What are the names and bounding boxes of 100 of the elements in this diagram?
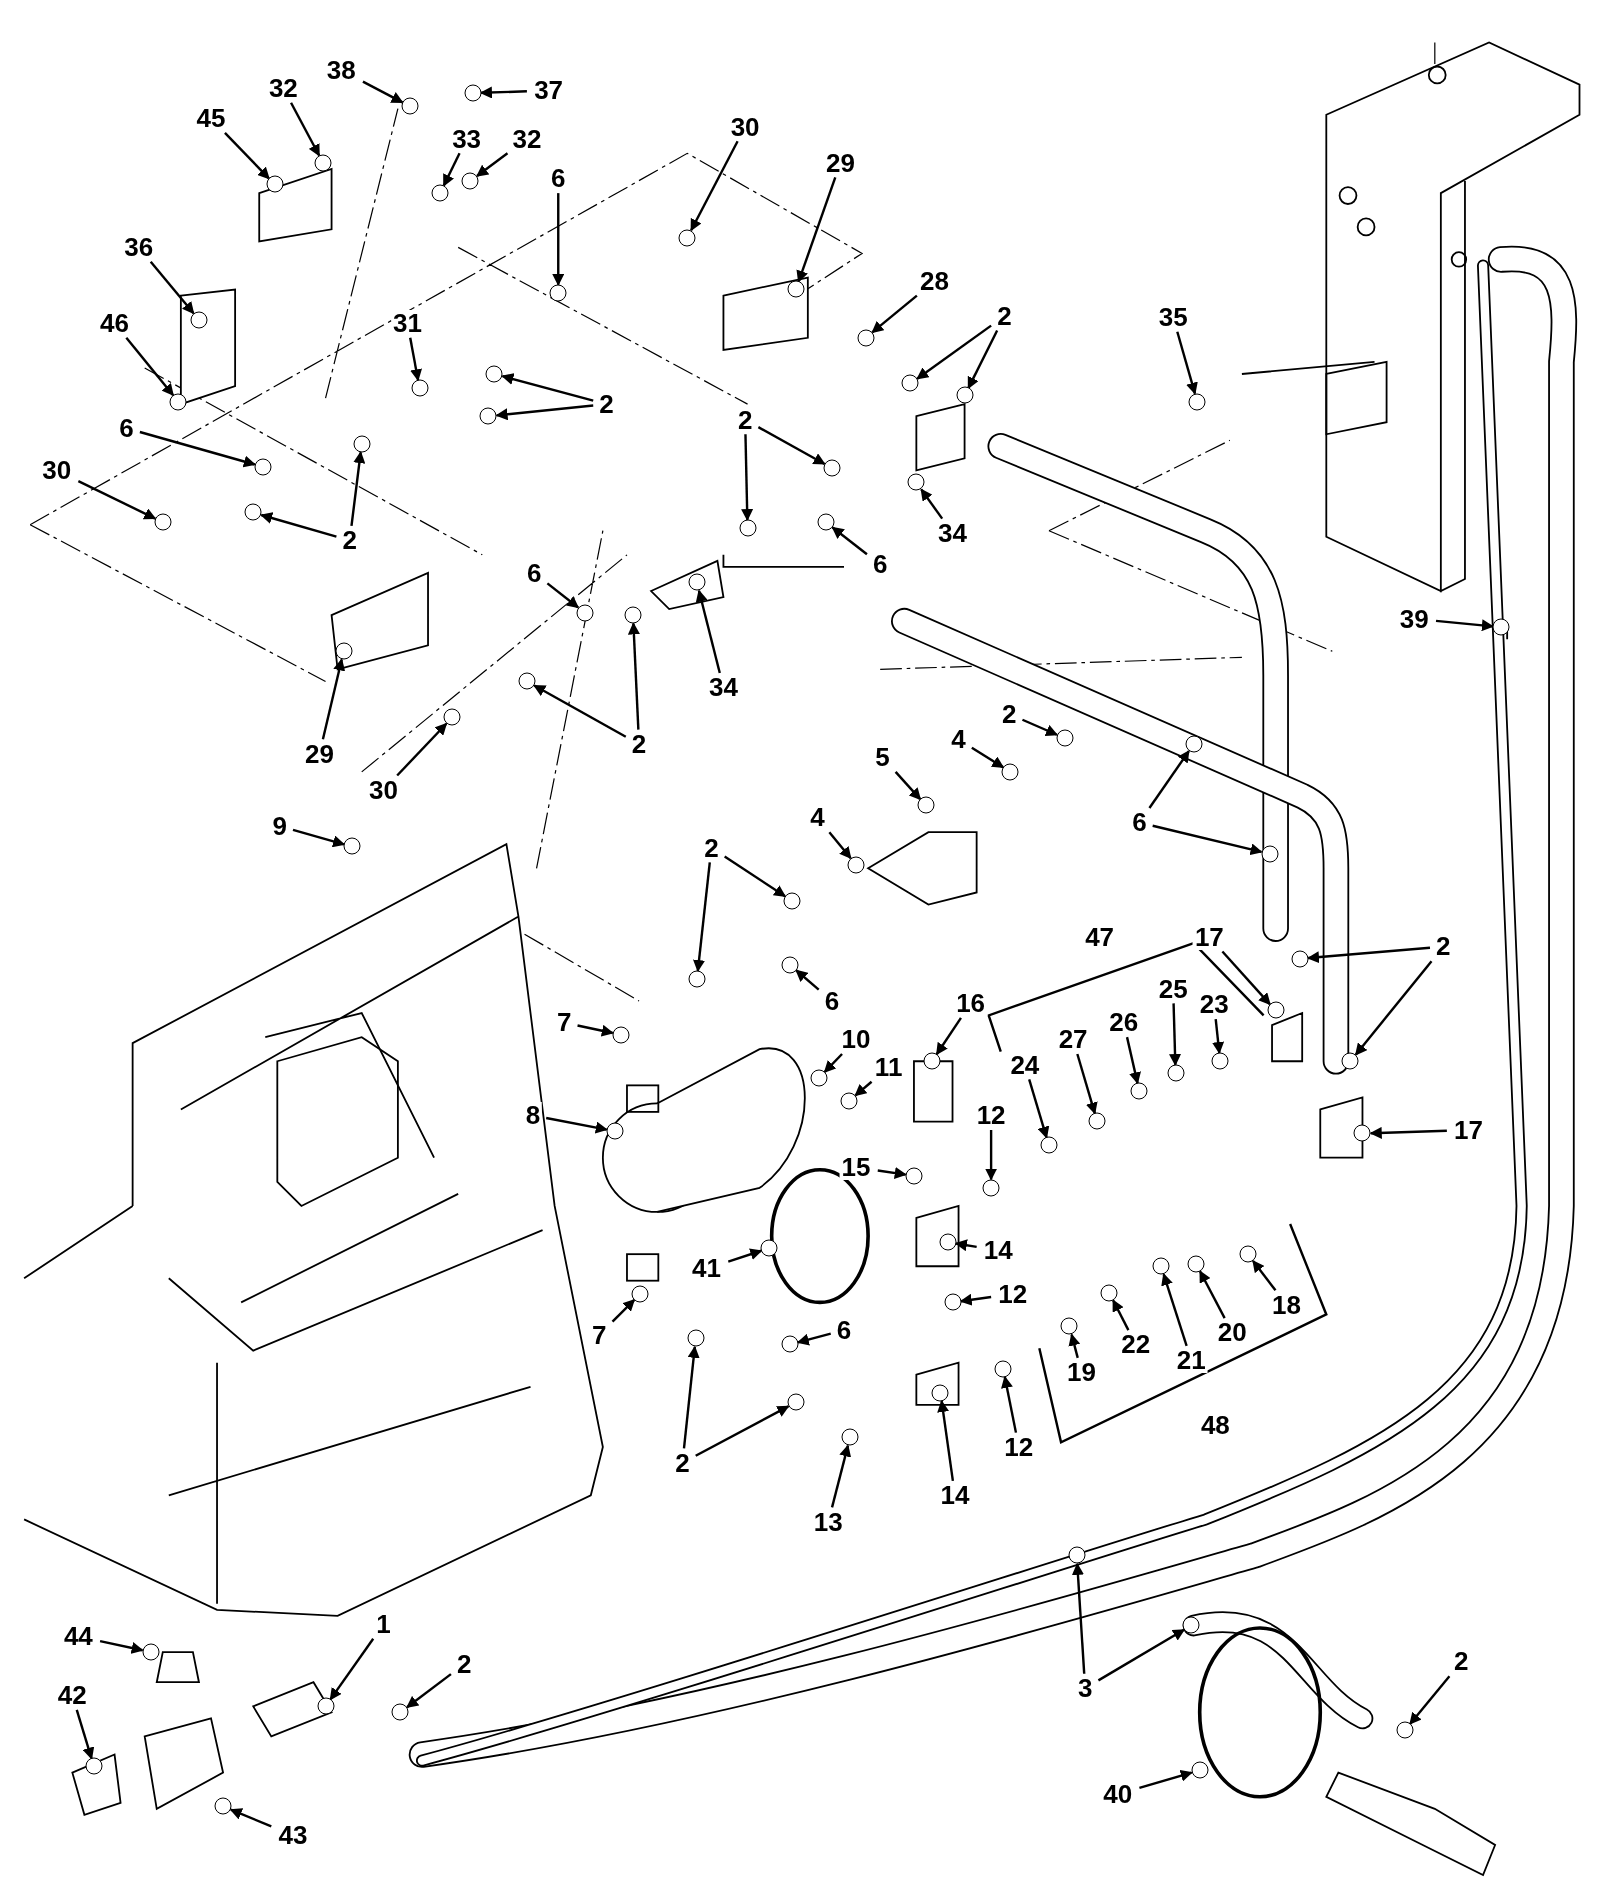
callout-number: 15 bbox=[841, 1154, 871, 1181]
part-symbol bbox=[343, 837, 361, 855]
callout-number: 6 bbox=[119, 415, 134, 442]
leader-line bbox=[724, 855, 787, 898]
leader-line bbox=[546, 582, 580, 609]
leader-line bbox=[611, 1299, 636, 1323]
callout-number: 2 bbox=[1436, 933, 1451, 960]
part-symbol bbox=[612, 1026, 630, 1043]
leader-line bbox=[1001, 1375, 1018, 1433]
leader-line bbox=[479, 86, 527, 99]
callout-number: 31 bbox=[393, 310, 422, 337]
callout-number: 43 bbox=[278, 1822, 308, 1849]
part-symbol bbox=[1152, 1257, 1170, 1275]
leader-line bbox=[1354, 960, 1433, 1056]
part-symbol bbox=[688, 970, 706, 988]
leader-line bbox=[552, 193, 565, 286]
callout-number: 4 bbox=[810, 804, 825, 831]
part-symbol bbox=[391, 1703, 409, 1721]
part-symbol bbox=[857, 329, 875, 347]
callout-number: 41 bbox=[692, 1255, 721, 1282]
leader-line bbox=[935, 1017, 962, 1056]
callout-number: 5 bbox=[875, 744, 890, 771]
part-symbol bbox=[314, 154, 332, 172]
leader-line bbox=[959, 1293, 992, 1306]
callout-number: 28 bbox=[920, 267, 949, 294]
leader-line bbox=[695, 589, 721, 674]
part-symbol bbox=[154, 513, 172, 531]
callout-number: 14 bbox=[940, 1482, 970, 1509]
callout-number: 19 bbox=[1067, 1359, 1096, 1386]
leader-line bbox=[627, 622, 640, 730]
leader-line bbox=[1307, 946, 1431, 964]
part-symbol bbox=[401, 97, 419, 115]
part-symbol bbox=[485, 365, 503, 383]
callout-number: 12 bbox=[998, 1280, 1028, 1307]
callout-number: 45 bbox=[196, 105, 226, 132]
leader-line bbox=[1139, 1769, 1193, 1790]
part-symbol bbox=[823, 459, 841, 477]
callout-number: 32 bbox=[512, 125, 542, 152]
part-symbol bbox=[353, 435, 371, 453]
callout-number: 29 bbox=[305, 740, 334, 767]
leader-line bbox=[741, 434, 754, 522]
leader-line bbox=[1176, 331, 1198, 395]
leader-line bbox=[321, 658, 346, 740]
part-symbol bbox=[244, 503, 262, 521]
part-symbol bbox=[956, 386, 974, 404]
leader-line bbox=[831, 526, 868, 556]
callout-number: 24 bbox=[1010, 1051, 1040, 1078]
part-symbol bbox=[576, 604, 594, 621]
callout-number: 48 bbox=[1200, 1412, 1230, 1439]
part-symbol bbox=[214, 1797, 232, 1815]
leader-line bbox=[823, 1053, 843, 1073]
callout-number: 20 bbox=[1217, 1319, 1247, 1346]
part-symbol bbox=[464, 84, 482, 102]
callout-number: 40 bbox=[1103, 1781, 1133, 1808]
leader-line bbox=[406, 1673, 452, 1709]
leader-line bbox=[877, 1167, 907, 1179]
callout-number: 30 bbox=[368, 776, 398, 803]
leader-line bbox=[224, 132, 270, 180]
part-symbol bbox=[1060, 1317, 1078, 1335]
callout-number: 38 bbox=[326, 56, 356, 83]
callout-number: 2 bbox=[675, 1449, 690, 1476]
leader-line bbox=[409, 337, 422, 382]
leader-line bbox=[476, 152, 509, 177]
callout-number: 2 bbox=[342, 527, 357, 554]
leader-line bbox=[985, 1130, 998, 1181]
leader-line bbox=[971, 746, 1005, 769]
leader-line bbox=[1252, 1259, 1277, 1292]
leader-line bbox=[937, 1400, 955, 1481]
leader-line bbox=[501, 373, 594, 402]
part-symbol bbox=[739, 519, 757, 537]
leader-line bbox=[545, 1116, 608, 1134]
leader-line bbox=[1221, 950, 1271, 1006]
part-symbol bbox=[781, 956, 799, 974]
leader-line bbox=[1161, 1273, 1188, 1347]
leader-line bbox=[292, 828, 346, 848]
callout-number: 44 bbox=[63, 1623, 93, 1650]
part-symbol bbox=[1130, 1082, 1148, 1100]
callout-number: 30 bbox=[730, 113, 760, 140]
callout-number: 9 bbox=[272, 812, 287, 839]
leader-line bbox=[920, 488, 944, 520]
callout-number: 39 bbox=[1399, 605, 1429, 632]
leader-line bbox=[1148, 750, 1190, 809]
part-symbol bbox=[847, 856, 865, 873]
callout-number: 12 bbox=[1004, 1433, 1034, 1460]
leader-line bbox=[329, 1638, 375, 1701]
callout-number: 32 bbox=[268, 75, 298, 101]
leader-line bbox=[260, 512, 337, 538]
leader-line bbox=[871, 294, 918, 334]
part-symbol bbox=[687, 1329, 705, 1347]
part-symbol bbox=[760, 1239, 778, 1257]
callout-number: 17 bbox=[1194, 923, 1224, 950]
callout-number: 2 bbox=[704, 834, 719, 861]
part-symbol bbox=[917, 796, 935, 814]
leader-line bbox=[1212, 1018, 1225, 1055]
callout-number: 27 bbox=[1058, 1026, 1088, 1053]
leader-line bbox=[396, 722, 448, 777]
leader-line bbox=[916, 324, 992, 380]
part-symbol bbox=[142, 1643, 160, 1661]
leader-line bbox=[954, 1239, 977, 1252]
callout-number: 21 bbox=[1176, 1347, 1206, 1374]
